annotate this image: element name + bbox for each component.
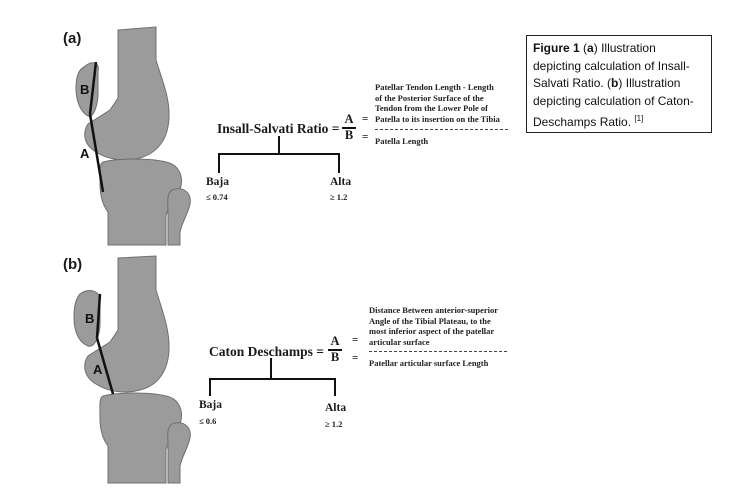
baja-title: Baja [206,176,229,188]
dashed-divider [375,129,508,130]
panel-b: (b) B A Caton Deschamps = A B = = Distan… [0,248,520,488]
caption-b-text: Illustration depicting calculation of Ca… [533,76,694,129]
segment-b-label: B [80,82,89,97]
patella-shape [75,62,99,117]
fraction-numerator: A [344,112,354,126]
fibula-shape [167,188,191,246]
fraction-denominator: B [344,128,354,142]
denominator-description: Patella Length [375,136,429,146]
fraction-numerator: A [330,334,340,348]
segment-a-label: A [80,146,90,161]
segment-b-line [95,293,102,339]
tree-crossbar [209,378,335,380]
segment-a-line [88,113,105,193]
patella-shape [73,290,101,347]
denominator-description: Patellar articular surface Length [369,358,489,368]
numerator-desc-line: Angle of the Tibial Plateau, to the [369,315,491,326]
alta-value: ≥ 1.2 [325,419,343,429]
numerator-desc-line: articular surface [369,336,430,347]
denominator-equals: = [362,131,369,143]
segment-b-label: B [85,311,94,326]
tree-crossbar [218,153,339,155]
fibula-shape [167,422,191,484]
ratio-label: Caton Deschamps = [209,344,324,359]
caption-reference: [1] [634,114,644,123]
caption-a-text: Illustration depicting calculation of In… [533,41,690,90]
numerator-desc-line: Tendon from the Lower Pole of [375,103,488,113]
panel-label: (b) [63,256,83,273]
tree-right-drop [334,378,336,396]
segment-b-line [88,61,98,115]
caption-b-marker: b [611,76,619,90]
caption-figure-label: Figure 1 [533,41,580,55]
numerator-desc-line: Patella to its insertion on the Tibia [375,113,500,124]
fraction-bar [328,349,342,351]
segment-a-label: A [93,362,103,377]
numerator-desc-line: most inferior aspect of the patellar [369,326,495,336]
alta-title: Alta [330,176,352,188]
alta-value: ≥ 1.2 [330,192,348,202]
baja-title: Baja [199,399,222,411]
numerator-description: Distance Between anterior-superior Angle… [369,305,498,347]
tree-right-drop [338,153,340,173]
figure-caption: Figure 1 (a) Illustration depicting calc… [526,35,712,133]
numerator-equals: = [362,113,369,125]
segment-a-line [95,337,115,395]
tree-left-drop [209,378,211,396]
fraction-bar [342,127,356,129]
knee-illustration: B A [75,26,191,246]
panel-a: (a) B A Insall-Salvati Ratio = A B = = P… [0,0,520,246]
denominator-equals: = [352,352,359,364]
numerator-desc-line: Patellar Tendon Length - Length [375,82,494,92]
numerator-desc-line: Distance Between anterior-superior [369,305,499,315]
ratio-label: Insall-Salvati Ratio = [217,121,340,136]
baja-value: ≤ 0.6 [199,416,217,426]
fraction-denominator: B [330,350,340,364]
numerator-desc-line: of the Posterior Surface of the [375,92,484,103]
panel-label: (a) [63,30,82,47]
baja-value: ≤ 0.74 [206,192,228,202]
alta-title: Alta [325,402,347,414]
numerator-equals: = [352,334,359,346]
tree-left-drop [218,153,220,173]
femur-shape [84,255,170,393]
tree-stem [278,136,280,154]
dashed-divider [369,351,507,352]
femur-shape [84,26,170,161]
caption-a-marker: a [587,41,594,55]
knee-illustration: B A [73,255,191,484]
numerator-description: Patellar Tendon Length - Length of the P… [375,82,500,124]
tree-stem [270,358,272,379]
